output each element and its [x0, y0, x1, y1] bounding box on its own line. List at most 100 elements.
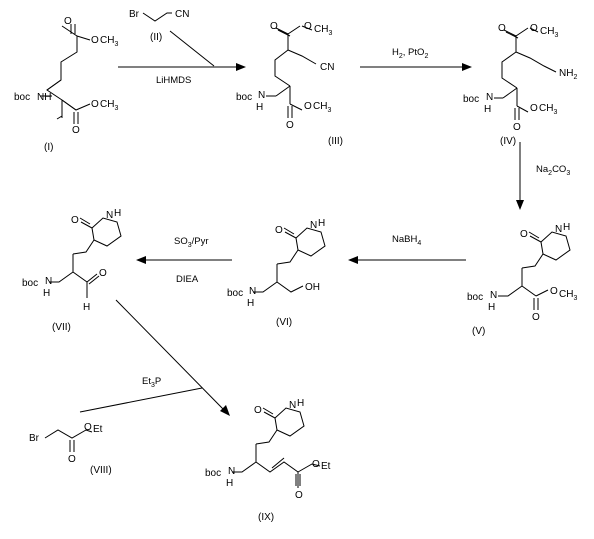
arrow-step-1: LiHMDS	[118, 30, 246, 86]
c5-ring-n: N	[555, 224, 562, 235]
c4-nh2: NH2	[559, 68, 577, 81]
compound-I: O O CH3 boc NH O CH3 O (I)	[14, 16, 118, 153]
c7-n: N	[45, 276, 52, 287]
c7-h-aldehyde: H	[83, 302, 90, 313]
c4-ch3: CH3	[540, 26, 558, 39]
c4-o-carbonyl-2: O	[513, 122, 521, 133]
arrow-step-5: SO3/Pyr DIEA	[136, 236, 232, 285]
c3-boc: boc	[236, 92, 252, 103]
c9-et: Et	[321, 461, 331, 472]
reagent-so3-pyr: SO3/Pyr	[174, 236, 209, 249]
c6-n: N	[249, 286, 256, 297]
c4-o-ester-2: O	[530, 103, 538, 114]
c7-boc: boc	[22, 278, 38, 289]
c5-o-carbonyl: O	[532, 312, 540, 323]
c3-label: (III)	[328, 136, 343, 147]
c3-o-carbonyl: O	[270, 21, 278, 32]
c3-cn: CN	[320, 62, 334, 73]
c3-n: N	[258, 90, 265, 101]
c6-ring-n: N	[310, 220, 317, 231]
reagent-na2co3: Na2CO3	[536, 164, 570, 177]
c3-ch3: CH3	[314, 24, 332, 37]
c1-o-carbonyl-2: O	[72, 125, 80, 136]
c6-oh: OH	[305, 282, 320, 293]
arrow-step-2: H2, PtO2	[360, 47, 472, 71]
c1-nh: NH	[37, 92, 51, 103]
compound-III: O O CH3 CN boc N H O CH3 O (III)	[236, 21, 343, 147]
c9-ring-o: O	[254, 405, 262, 416]
c1-boc: boc	[14, 92, 30, 103]
reagent-diea: DIEA	[176, 274, 199, 285]
c9-o-ester: O	[312, 459, 320, 470]
c8-o-ester: O	[84, 422, 92, 433]
c3-o-ester: O	[304, 21, 312, 32]
c8-et: Et	[93, 424, 103, 435]
c1-o-ester: O	[91, 35, 99, 46]
c3-o-ester-2: O	[304, 101, 312, 112]
c5-ring-o: O	[520, 229, 528, 240]
c1-ch3-2: CH3	[100, 99, 118, 112]
c9-boc: boc	[205, 468, 221, 479]
c5-boc: boc	[467, 292, 483, 303]
compound-VIII: Br O Et O (VIII)	[29, 422, 112, 476]
c6-boc: boc	[227, 288, 243, 299]
arrow-step-6: Et3P	[79, 299, 230, 416]
c9-ring-n: N	[289, 400, 296, 411]
compound-IX: O N H boc N H O Et O (IX)	[205, 398, 331, 523]
c8-label: (VIII)	[90, 465, 112, 476]
c4-boc: boc	[463, 94, 479, 105]
c2-br: Br	[129, 9, 140, 20]
c7-o-aldehyde: O	[99, 268, 107, 279]
c2-cn: CN	[175, 9, 189, 20]
c6-label: (VI)	[276, 317, 292, 328]
c1-label: (I)	[44, 142, 53, 153]
c9-ring-h: H	[297, 398, 304, 409]
c5-h: H	[488, 302, 495, 313]
c1-o-ester-2: O	[91, 99, 99, 110]
reagent-lihmds: LiHMDS	[156, 75, 191, 86]
c5-n: N	[490, 290, 497, 301]
c4-label: (IV)	[500, 136, 516, 147]
c7-ring-o: O	[71, 215, 79, 226]
compound-II: Br CN (II)	[129, 9, 189, 43]
c4-ch3-2: CH3	[539, 103, 557, 116]
compound-VII: O N H boc N H O H (VII)	[22, 208, 122, 333]
c7-ring-h: H	[114, 208, 121, 219]
compound-IV: O O CH3 NH2 boc N H O CH3 O (IV)	[463, 23, 577, 147]
c4-n: N	[486, 92, 493, 103]
c6-ring-h: H	[318, 218, 325, 229]
c9-n: N	[228, 466, 235, 477]
compound-V: O N H boc N H O CH3 O (V)	[467, 222, 577, 337]
c3-h: H	[256, 102, 263, 113]
c4-o-ester: O	[530, 23, 538, 34]
c4-o-carbonyl: O	[498, 23, 506, 34]
c2-label: (II)	[150, 32, 162, 43]
c9-label: (IX)	[258, 512, 274, 523]
c9-h: H	[226, 478, 233, 489]
c5-ch3: CH3	[559, 289, 577, 302]
c8-br: Br	[29, 433, 40, 444]
reagent-h2-pto2: H2, PtO2	[392, 47, 428, 60]
compound-VI: O N H boc N H OH (VI)	[227, 218, 326, 328]
c1-o-carbonyl: O	[64, 16, 72, 27]
c8-o-carbonyl: O	[68, 454, 76, 465]
c4-h: H	[484, 104, 491, 115]
c5-label: (V)	[472, 326, 485, 337]
c3-ch3-2: CH3	[313, 101, 331, 114]
c9-o-carbonyl: O	[295, 490, 303, 501]
reagent-et3p: Et3P	[142, 376, 161, 389]
reagent-nabh4: NaBH4	[392, 234, 421, 247]
c6-ring-o: O	[275, 225, 283, 236]
c7-ring-n: N	[106, 210, 113, 221]
c1-ch3: CH3	[100, 35, 118, 48]
c5-ring-h: H	[563, 222, 570, 233]
c3-o-carbonyl-2: O	[286, 120, 294, 131]
arrow-step-4: NaBH4	[348, 234, 466, 264]
c7-h: H	[43, 288, 50, 299]
c5-o-ester: O	[550, 286, 558, 297]
c6-h: H	[247, 298, 254, 309]
arrow-step-3: Na2CO3	[516, 142, 570, 210]
c7-label: (VII)	[52, 322, 71, 333]
